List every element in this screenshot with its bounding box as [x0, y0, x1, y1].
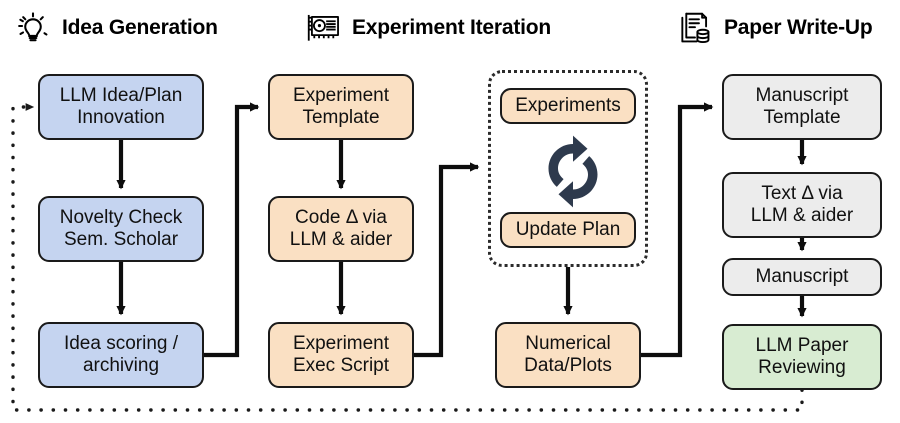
- node-experiments[interactable]: Experiments: [500, 88, 636, 124]
- node-label: LLM Paper Reviewing: [755, 334, 849, 378]
- node-manuscript-template[interactable]: Manuscript Template: [722, 74, 882, 140]
- section-header-label: Experiment Iteration: [352, 16, 552, 39]
- document-database-icon: [681, 12, 710, 44]
- node-llm-idea-plan-innovation[interactable]: LLM Idea/Plan Innovation: [38, 74, 204, 140]
- edge-idea-scoring-archiving-to-experiment-template: [204, 102, 260, 358]
- node-label: Novelty Check Sem. Scholar: [59, 206, 183, 250]
- node-label: LLM Idea/Plan Innovation: [59, 84, 183, 128]
- node-text-delta-via-llm-aider[interactable]: Text Δ via LLM & aider: [722, 172, 882, 238]
- edge-experiment-exec-script-to-iteration-loop-group: [414, 162, 480, 358]
- node-idea-scoring-archiving[interactable]: Idea scoring / archiving: [38, 322, 204, 388]
- section-header-label: Idea Generation: [62, 16, 218, 39]
- section-header-label: Paper Write-Up: [724, 16, 873, 39]
- node-update-plan[interactable]: Update Plan: [500, 212, 636, 248]
- node-manuscript[interactable]: Manuscript: [722, 258, 882, 296]
- section-header-paper-write-up: Paper Write-Up: [676, 6, 873, 50]
- node-label: Manuscript Template: [755, 84, 849, 128]
- node-label: Idea scoring / archiving: [63, 332, 179, 376]
- node-novelty-check[interactable]: Novelty Check Sem. Scholar: [38, 196, 204, 262]
- refresh-loop-icon: [548, 135, 598, 208]
- node-label: Manuscript: [755, 265, 849, 287]
- node-label: Update Plan: [515, 218, 621, 240]
- node-experiment-exec-script[interactable]: Experiment Exec Script: [268, 322, 414, 388]
- edge-numerical-data-plots-to-manuscript-template: [641, 102, 714, 358]
- node-label: Code Δ via LLM & aider: [289, 206, 393, 250]
- lightbulb-icon: [18, 12, 48, 42]
- node-numerical-data-plots[interactable]: Numerical Data/Plots: [495, 322, 641, 388]
- node-llm-paper-reviewing[interactable]: LLM Paper Reviewing: [722, 324, 882, 390]
- node-label: Text Δ via LLM & aider: [750, 182, 854, 226]
- section-header-experiment-iteration: Experiment Iteration: [304, 6, 551, 50]
- node-label: Experiment Exec Script: [292, 332, 390, 376]
- node-label: Experiment Template: [292, 84, 390, 128]
- node-label: Numerical Data/Plots: [524, 332, 612, 376]
- node-experiment-template[interactable]: Experiment Template: [268, 74, 414, 140]
- node-label: Experiments: [515, 94, 621, 116]
- node-code-delta-via-llm-aider[interactable]: Code Δ via LLM & aider: [268, 196, 414, 262]
- section-header-idea-generation: Idea Generation: [14, 6, 218, 50]
- gpu-card-icon: [307, 14, 339, 41]
